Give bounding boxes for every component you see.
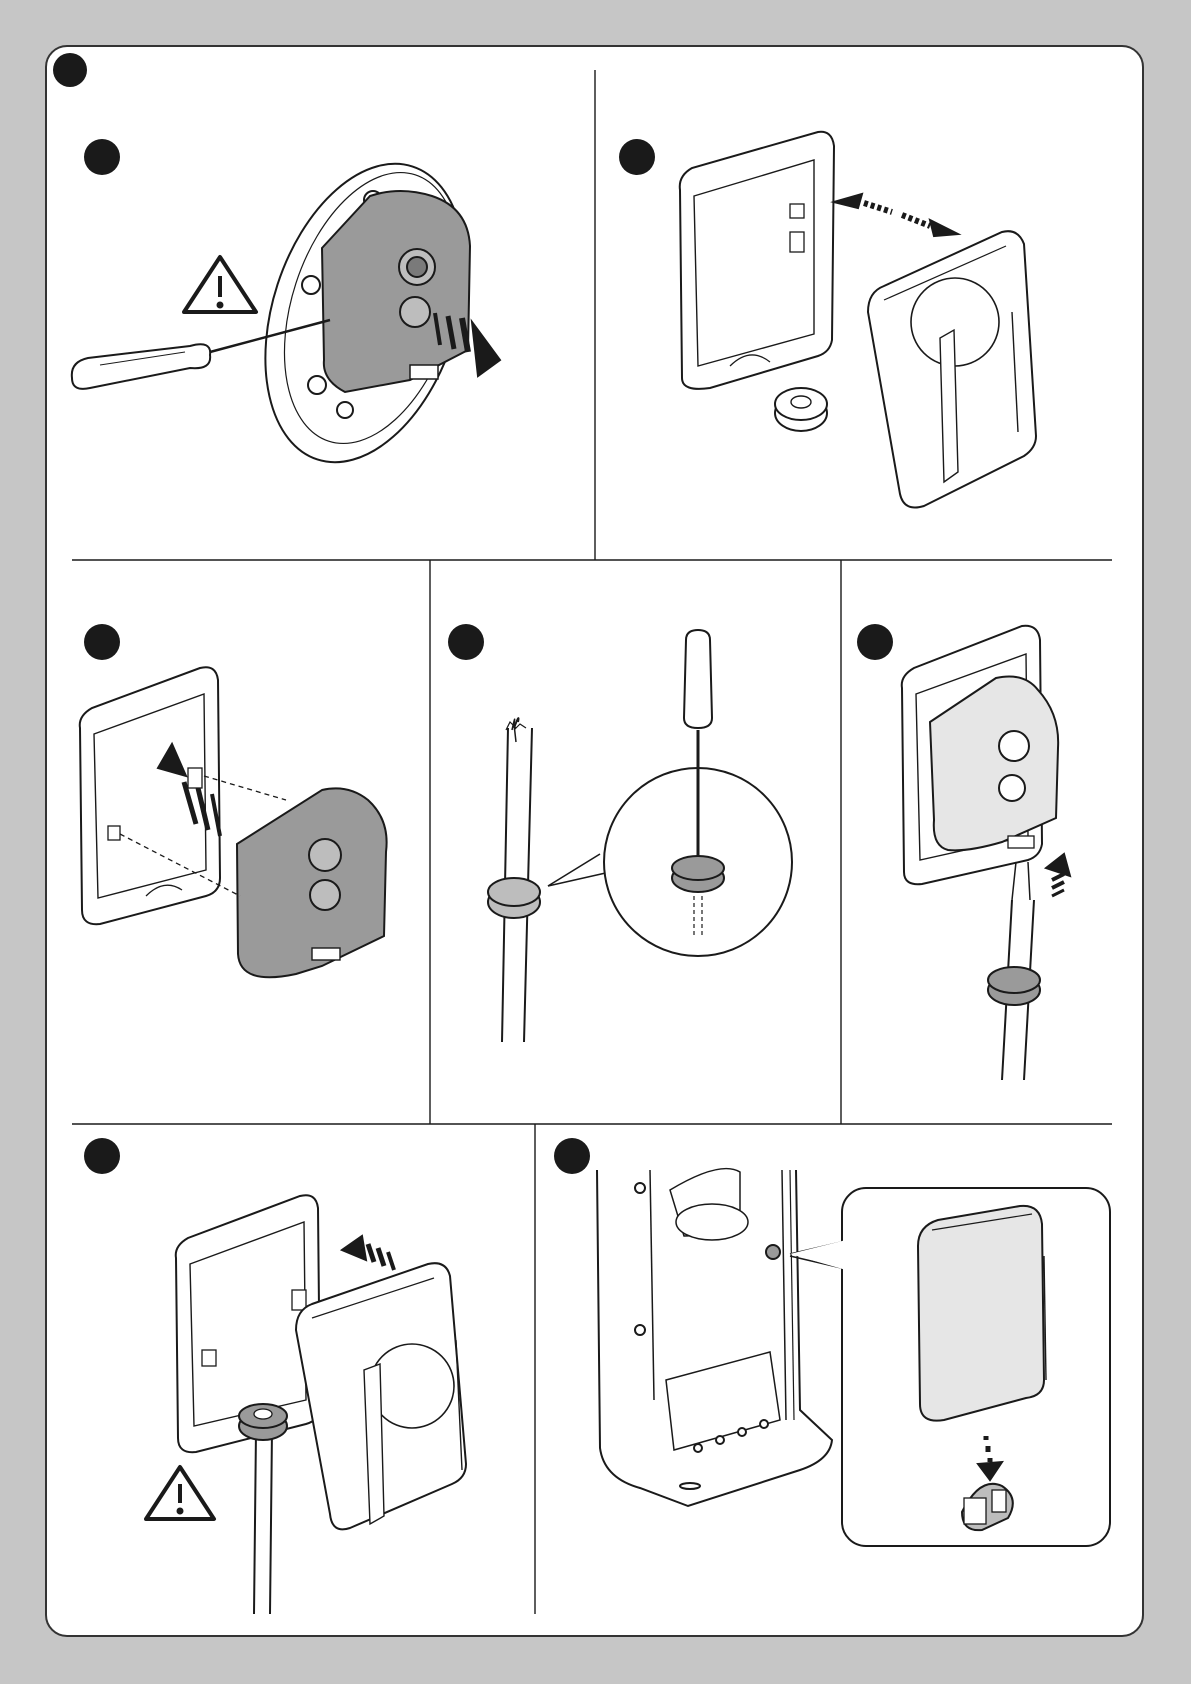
step-3-illustration	[80, 667, 387, 977]
warning-icon	[146, 1467, 214, 1519]
cable	[254, 1430, 272, 1614]
grommet	[239, 1404, 287, 1440]
grommet	[488, 878, 540, 918]
step-2-illustration	[680, 132, 1036, 508]
arrow-icon	[342, 1236, 394, 1270]
magnifier-circle	[548, 630, 792, 956]
warning-icon	[184, 257, 256, 312]
step-1-illustration	[72, 138, 500, 488]
module-grey	[237, 788, 387, 977]
grommet	[775, 388, 827, 431]
box-closed	[918, 1206, 1046, 1421]
grommet	[988, 967, 1040, 1005]
frame-open	[680, 132, 834, 389]
column	[597, 1169, 832, 1506]
double-arrow-icon	[834, 194, 958, 236]
box-cover	[868, 231, 1036, 507]
step-4-illustration	[488, 630, 792, 1042]
step-6-illustration	[146, 1195, 466, 1614]
step-7-illustration	[597, 1169, 1110, 1546]
frame-with-module	[902, 626, 1058, 884]
step-5-illustration	[902, 626, 1070, 1080]
arrow-icon	[1046, 854, 1070, 896]
box-cover	[296, 1263, 466, 1529]
